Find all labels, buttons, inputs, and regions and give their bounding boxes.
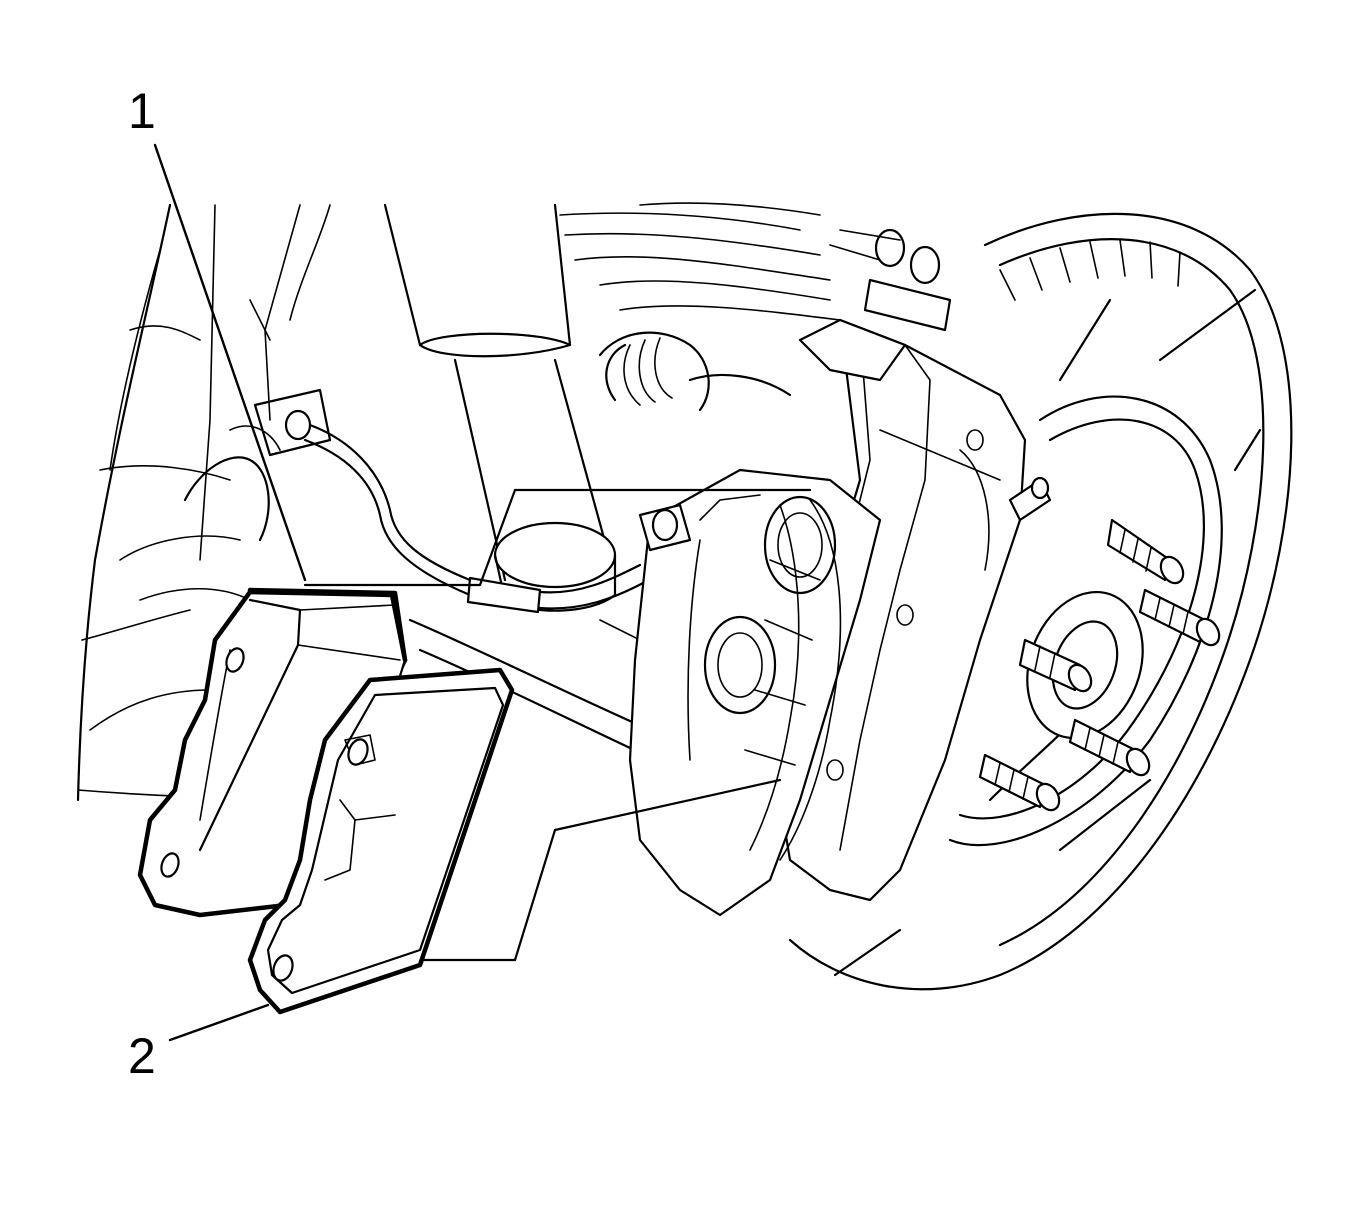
brake-caliper bbox=[628, 318, 1052, 917]
wheel-stud bbox=[1068, 718, 1151, 777]
wheel-stud bbox=[978, 753, 1061, 812]
outer-brake-pad bbox=[247, 667, 515, 1015]
callout-1-label: 1 bbox=[128, 83, 156, 139]
callout-1: 1 bbox=[128, 83, 307, 582]
callout-2-label: 2 bbox=[128, 1028, 156, 1084]
explode-frame-lines bbox=[303, 488, 812, 962]
callout-1-leader bbox=[153, 143, 307, 582]
suspension-background bbox=[76, 202, 952, 802]
callout-2-leader bbox=[168, 1003, 270, 1042]
wheel-stud bbox=[1018, 638, 1093, 693]
brake-rotor bbox=[788, 212, 1293, 991]
wheel-stud bbox=[1106, 518, 1185, 585]
callout-2: 2 bbox=[128, 1003, 270, 1084]
wheel-studs bbox=[978, 518, 1221, 812]
wheel-stud bbox=[1138, 588, 1221, 647]
